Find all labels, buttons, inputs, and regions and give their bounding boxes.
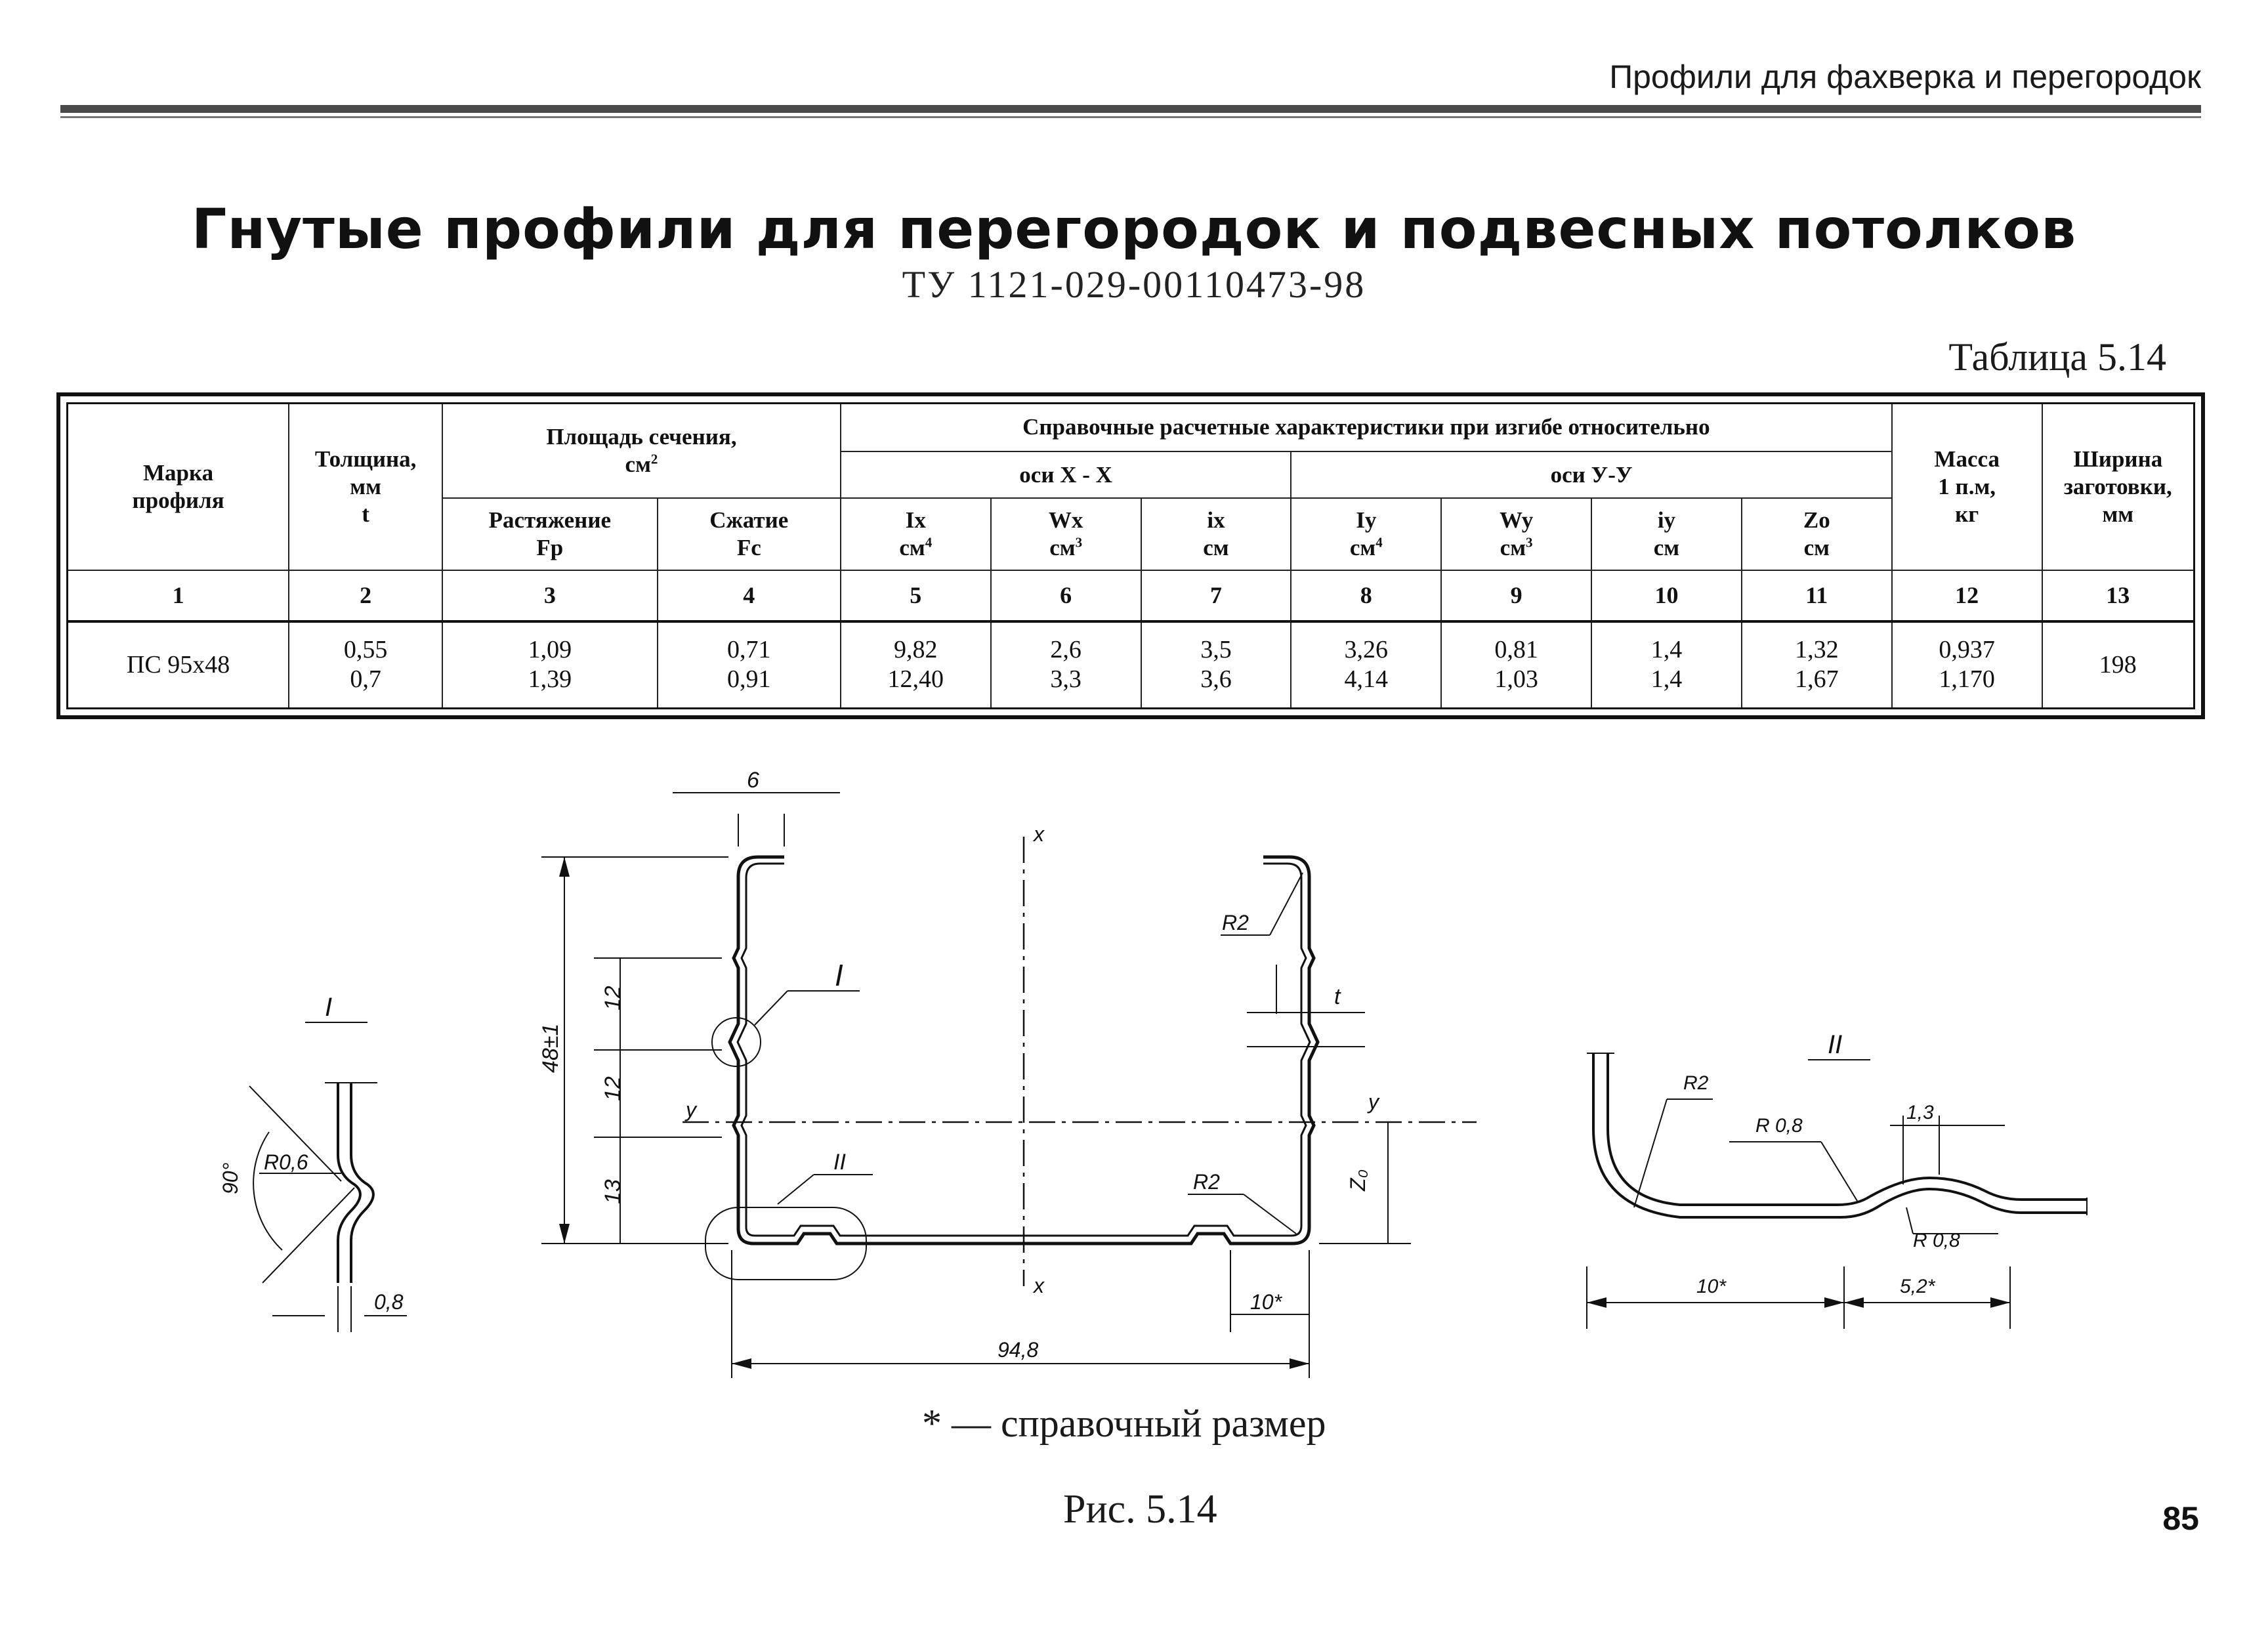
z0-label: Z₀ xyxy=(1346,1169,1370,1192)
column-number: 13 xyxy=(2041,570,2195,623)
column-number: 12 xyxy=(1891,570,2043,623)
dim-13: 13 xyxy=(600,1179,625,1204)
header-area: Площадь сечения, см2 xyxy=(442,402,841,499)
detail-I-marker: I xyxy=(835,958,843,992)
detail-I-title: I xyxy=(325,993,332,1022)
header-rule-thin xyxy=(60,116,2201,118)
header-axis-y: оси У-У xyxy=(1290,450,1893,499)
cell-mark: ПС 95х48 xyxy=(66,620,290,709)
column-number: 5 xyxy=(839,570,992,623)
standard-designation: ТУ 1121-029-00110473-98 xyxy=(902,263,1366,306)
running-header: Профили для фахверка и перегородок xyxy=(1609,58,2201,95)
dim-12-b: 12 xyxy=(600,1076,625,1101)
radius-bottom-label: R2 xyxy=(1193,1170,1220,1194)
dim-top-6: 6 xyxy=(747,768,759,793)
column-number: 11 xyxy=(1740,570,1893,623)
detail-II-title: II xyxy=(1828,1030,1842,1059)
column-number: 10 xyxy=(1591,570,1742,623)
page-number: 85 xyxy=(2162,1500,2199,1537)
header-bending: Справочные расчетные характеристики при … xyxy=(839,402,1893,452)
dim-width: 94,8 xyxy=(998,1338,1038,1362)
dim-height: 48±1 xyxy=(538,1024,563,1073)
detail-II-dim-right: 5,2* xyxy=(1900,1276,1936,1297)
column-number: 1 xyxy=(66,570,290,623)
detail-II-radius-corner: R2 xyxy=(1683,1072,1709,1094)
detail-II-dim-left: 10* xyxy=(1696,1276,1727,1297)
detail-I-thickness: 0,8 xyxy=(374,1290,404,1314)
column-number: 3 xyxy=(442,570,658,623)
column-number: 9 xyxy=(1440,570,1593,623)
dim-12-a: 12 xyxy=(600,986,625,1011)
axis-x-bottom-label: x xyxy=(1032,1274,1045,1297)
detail-II-radius-rib-top: R 0,8 xyxy=(1755,1115,1803,1137)
radius-top-label: R2 xyxy=(1222,911,1249,934)
column-number: 2 xyxy=(288,570,444,623)
column-number: 6 xyxy=(990,570,1142,623)
footnote: * — справочный размер xyxy=(922,1402,1326,1445)
dim-flange: 10* xyxy=(1250,1290,1283,1314)
thickness-label: t xyxy=(1334,984,1341,1009)
column-number: 7 xyxy=(1140,570,1292,623)
detail-II-marker: II xyxy=(833,1150,846,1175)
column-number: 4 xyxy=(656,570,841,623)
header-axis-x: оси X - X xyxy=(839,450,1292,499)
page-title: Гнутые профили для перегородок и подвесн… xyxy=(191,197,2077,261)
profile-section xyxy=(728,855,1320,1245)
detail-II-radius-rib-bottom: R 0,8 xyxy=(1913,1230,1960,1251)
column-number: 8 xyxy=(1290,570,1442,623)
axis-x-top-label: x xyxy=(1032,822,1045,846)
detail-I-angle: 90° xyxy=(219,1162,242,1194)
axis-y-right-label: y xyxy=(1367,1090,1380,1114)
figure-caption: Рис. 5.14 xyxy=(1063,1487,1217,1532)
detail-I-radius: R0,6 xyxy=(264,1150,308,1174)
cell-width: 198 xyxy=(2041,620,2195,709)
axis-y-left-label: y xyxy=(684,1098,698,1121)
detail-II-rib-height: 1,3 xyxy=(1906,1102,1934,1123)
header-rule xyxy=(60,105,2201,113)
table-label: Таблица 5.14 xyxy=(1948,335,2166,379)
